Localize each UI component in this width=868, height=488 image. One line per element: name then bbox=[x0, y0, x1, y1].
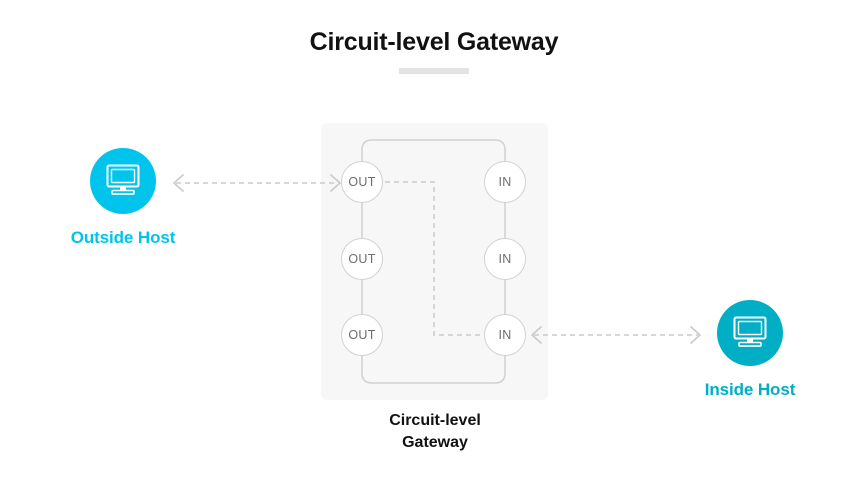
node-label: IN bbox=[498, 328, 512, 342]
gateway-caption-line-2: Gateway bbox=[402, 434, 468, 451]
title-underline-rule bbox=[399, 68, 469, 74]
gateway-circuit-diagram bbox=[361, 139, 506, 384]
outside-host-circle[interactable] bbox=[90, 148, 156, 214]
inside-host-circle[interactable] bbox=[717, 300, 783, 366]
node-label: OUT bbox=[348, 175, 376, 189]
node-label: OUT bbox=[348, 328, 376, 342]
node-label: OUT bbox=[348, 252, 376, 266]
arrowhead-right-icon bbox=[330, 174, 341, 192]
node-label: IN bbox=[498, 252, 512, 266]
node-out-3[interactable]: OUT bbox=[341, 314, 383, 356]
page-title: Circuit-level Gateway bbox=[309, 28, 559, 56]
internal-circuit-dashed-path bbox=[385, 181, 482, 336]
desktop-monitor-icon bbox=[106, 164, 140, 195]
arrowhead-left-icon bbox=[173, 174, 184, 192]
node-out-2[interactable]: OUT bbox=[341, 238, 383, 280]
desktop-monitor-icon bbox=[733, 316, 767, 347]
gateway-caption-line-1: Circuit-level bbox=[389, 412, 481, 429]
arrowhead-left-icon bbox=[531, 326, 542, 344]
loop-bottom-segment bbox=[361, 356, 506, 384]
outside-host-to-gateway-connector bbox=[173, 174, 341, 192]
node-in-2[interactable]: IN bbox=[484, 238, 526, 280]
inside-host[interactable]: Inside Host bbox=[682, 300, 818, 400]
gateway-to-inside-host-connector bbox=[531, 326, 701, 344]
node-in-3[interactable]: IN bbox=[484, 314, 526, 356]
outside-host[interactable]: Outside Host bbox=[55, 148, 191, 248]
loop-top-segment bbox=[361, 139, 506, 182]
gateway-caption: Circuit-level Gateway bbox=[335, 410, 535, 454]
node-out-1[interactable]: OUT bbox=[341, 161, 383, 203]
node-in-1[interactable]: IN bbox=[484, 161, 526, 203]
outside-host-label: Outside Host bbox=[70, 228, 176, 247]
node-label: IN bbox=[498, 175, 512, 189]
arrowhead-right-icon bbox=[690, 326, 701, 344]
inside-host-label: Inside Host bbox=[704, 380, 796, 399]
